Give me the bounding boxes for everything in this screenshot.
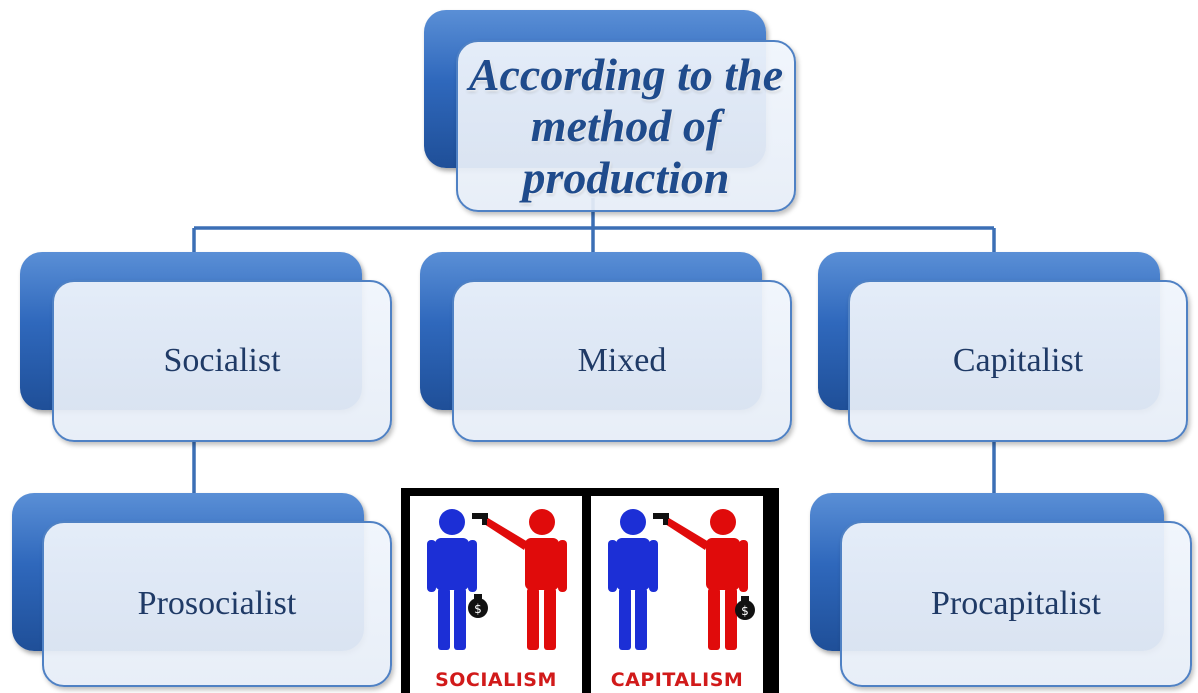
root-label: According to the method of production <box>468 48 784 203</box>
socialism-caption: SOCIALISM <box>435 669 557 691</box>
blue-figure-icon <box>608 509 658 650</box>
node-prosocialist-label: Prosocialist <box>137 585 297 623</box>
node-procapitalist-label: Procapitalist <box>931 585 1101 623</box>
red-figure-icon <box>484 509 567 650</box>
gun-icon <box>653 513 669 525</box>
capitalism-figures: $ <box>608 509 755 650</box>
node-mixed-label: Mixed <box>577 342 667 380</box>
cartoon-panel-capitalism: $ CAPITALISM <box>591 496 763 693</box>
cartoon-panel-socialism: $ SOCIALISM <box>410 496 582 693</box>
capitalism-caption: CAPITALISM <box>610 669 744 691</box>
node-capitalist-label: Capitalist <box>952 342 1084 380</box>
red-figure-icon <box>665 509 748 650</box>
socialism-capitalism-cartoon: $ SOCIALISM <box>401 488 779 693</box>
node-socialist-label: Socialist <box>163 342 281 380</box>
money-bag-icon: $ <box>735 596 755 620</box>
svg-text:$: $ <box>741 604 749 618</box>
svg-text:$: $ <box>474 602 482 616</box>
blue-figure-icon <box>427 509 477 650</box>
money-bag-icon: $ <box>468 594 488 618</box>
gun-icon <box>472 513 488 525</box>
socialism-figures: $ <box>427 509 567 650</box>
